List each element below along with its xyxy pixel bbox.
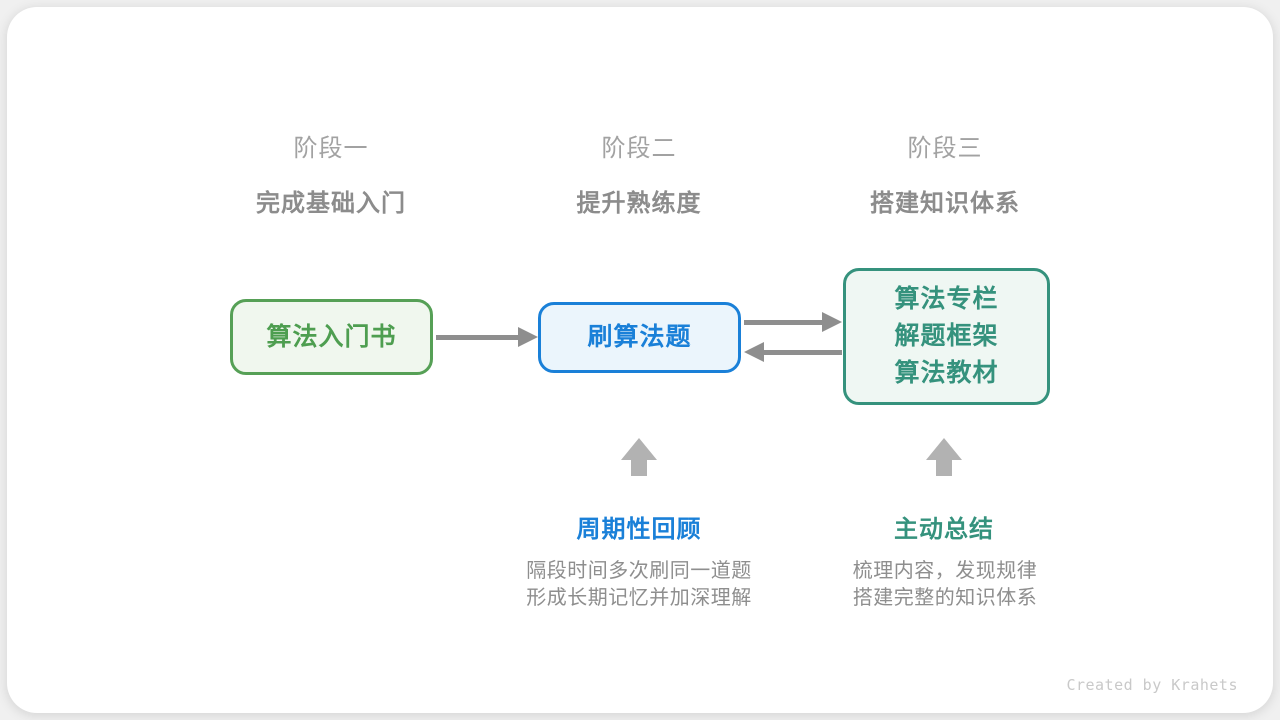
stage-3-title: 搭建知识体系 [870,190,1020,217]
up-arrow-summarize-icon [926,438,962,460]
annotation-review-desc-line-1: 隔段时间多次刷同一道题 [526,560,752,582]
node-knowledge-resources: 算法专栏 解题框架 算法教材 [843,268,1050,405]
node-intro-book: 算法入门书 [230,299,433,375]
node-resource-line-3: 算法教材 [894,359,999,387]
arrow-node2-to-node3-line [744,320,822,325]
stage-header-1: 阶段一 完成基础入门 [211,128,451,218]
arrow-node1-to-node2-line [436,335,518,340]
stage-2-title: 提升熟练度 [576,190,702,217]
stage-2-label: 阶段二 [601,135,677,162]
node-practice-problems-label: 刷算法题 [587,323,692,351]
annotation-review-desc-line-2: 形成长期记忆并加深理解 [526,587,752,609]
annotation-review-title: 周期性回顾 [576,516,702,543]
node-resource-line-2: 解题框架 [894,322,999,350]
stage-1-title: 完成基础入门 [256,190,406,217]
arrow-node2-to-node3-head-icon [822,312,842,332]
arrow-node3-to-node2-head-icon [744,342,764,362]
annotation-summarize-desc: 梳理内容，发现规律 搭建完整的知识体系 [805,558,1085,612]
credit-text: Created by Krahets [1066,676,1238,694]
annotation-summarize-desc-line-2: 搭建完整的知识体系 [852,587,1038,609]
stage-header-2: 阶段二 提升熟练度 [519,128,759,218]
annotation-summarize-title: 主动总结 [894,516,994,543]
up-arrow-review-icon [621,438,657,460]
annotation-summarize-desc-line-1: 梳理内容，发现规律 [852,560,1038,582]
stage-3-label: 阶段三 [907,135,983,162]
arrow-node3-to-node2-line [764,350,842,355]
arrow-node1-to-node2-head-icon [518,327,538,347]
stage-header-3: 阶段三 搭建知识体系 [825,128,1065,218]
node-intro-book-label: 算法入门书 [266,322,397,351]
node-resource-line-1: 算法专栏 [894,285,999,313]
stage-1-label: 阶段一 [293,135,369,162]
annotation-review-desc: 隔段时间多次刷同一道题 形成长期记忆并加深理解 [499,558,779,612]
node-practice-problems: 刷算法题 [538,302,741,373]
up-arrow-summarize-stem [936,460,952,476]
up-arrow-review-stem [631,460,647,476]
